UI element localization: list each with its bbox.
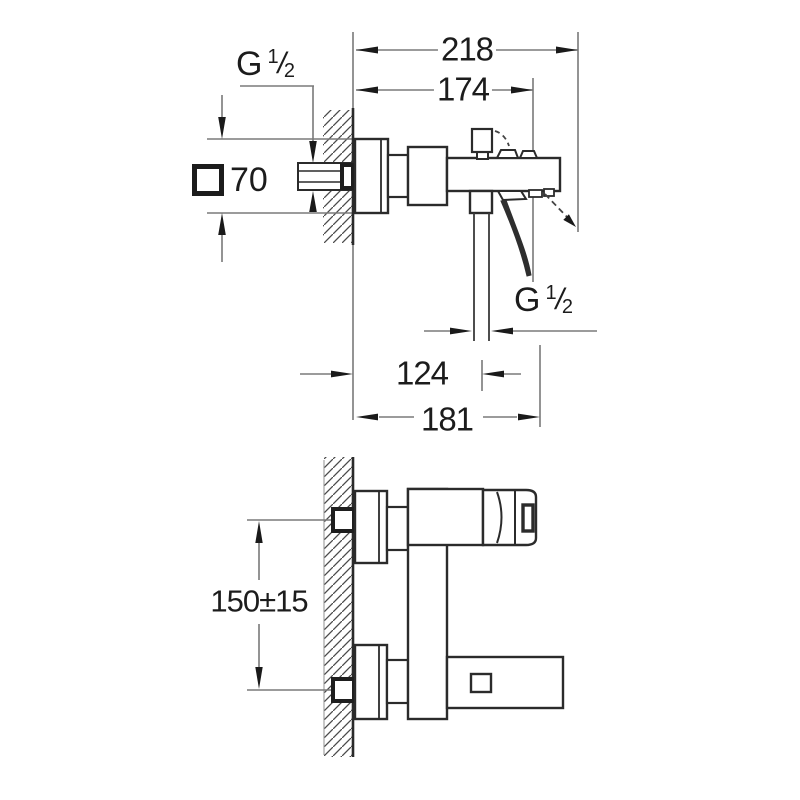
thread-numerator: 1 (267, 46, 279, 68)
supply-pipe-bottom (331, 677, 356, 703)
thread-denominator: 2 (561, 296, 574, 318)
dim-label-218: 218 (437, 32, 497, 66)
valve-housing (406, 145, 449, 207)
side-view (207, 32, 597, 427)
thread-numerator: 1 (545, 282, 557, 304)
cartridge-cap-detail (518, 150, 539, 159)
diverter-knob (470, 127, 494, 154)
spout-detail-square (469, 672, 493, 694)
lever-grip-slot (521, 503, 535, 533)
dim-label-181: 181 (417, 402, 477, 436)
cartridge-cap-detail (495, 149, 520, 159)
dim-label-70: 70 (230, 161, 268, 199)
dimension-arrows (255, 521, 263, 689)
spout (445, 655, 565, 710)
thread-slash: / (277, 47, 286, 80)
dimension-lines (247, 519, 332, 691)
supply-pipe-top (331, 507, 356, 533)
square-symbol (192, 164, 224, 196)
escutcheon-top (353, 489, 389, 565)
dimension-lines (207, 32, 597, 427)
thread-denominator: 2 (283, 60, 296, 82)
thread-slash: / (555, 283, 564, 316)
thread-letter: G (236, 45, 264, 83)
wall-hatching (324, 457, 353, 757)
lever-hinge (496, 190, 528, 202)
dim-label-174: 174 (433, 72, 493, 106)
dim-label-124: 124 (392, 356, 452, 390)
dim-label-150: 150±15 (207, 585, 311, 617)
dimension-arrows (218, 46, 578, 421)
union-nut (386, 153, 410, 199)
lever-swing-arrow (563, 214, 576, 227)
lever-handle-side (500, 199, 532, 277)
pipe-end-fitting (340, 163, 355, 190)
lever-arm (406, 487, 485, 547)
union-nut-bottom (385, 658, 410, 705)
union-nut-top (385, 505, 410, 552)
lever-swing-dashed (544, 193, 568, 218)
thread-letter: G (514, 281, 542, 319)
escutcheon-side (353, 137, 390, 215)
body-underside-detail (528, 189, 543, 198)
shower-outlet (468, 189, 494, 215)
faucet-body-front (353, 487, 565, 721)
lever-grip-curve (496, 491, 503, 544)
mixer-body (445, 156, 562, 193)
inlet-pipe (297, 162, 355, 191)
front-view (247, 457, 565, 757)
escutcheon-bottom (353, 643, 389, 721)
body-underside-detail (543, 188, 555, 197)
faucet-body-side (353, 127, 562, 215)
knob-swing-arc (494, 130, 510, 147)
